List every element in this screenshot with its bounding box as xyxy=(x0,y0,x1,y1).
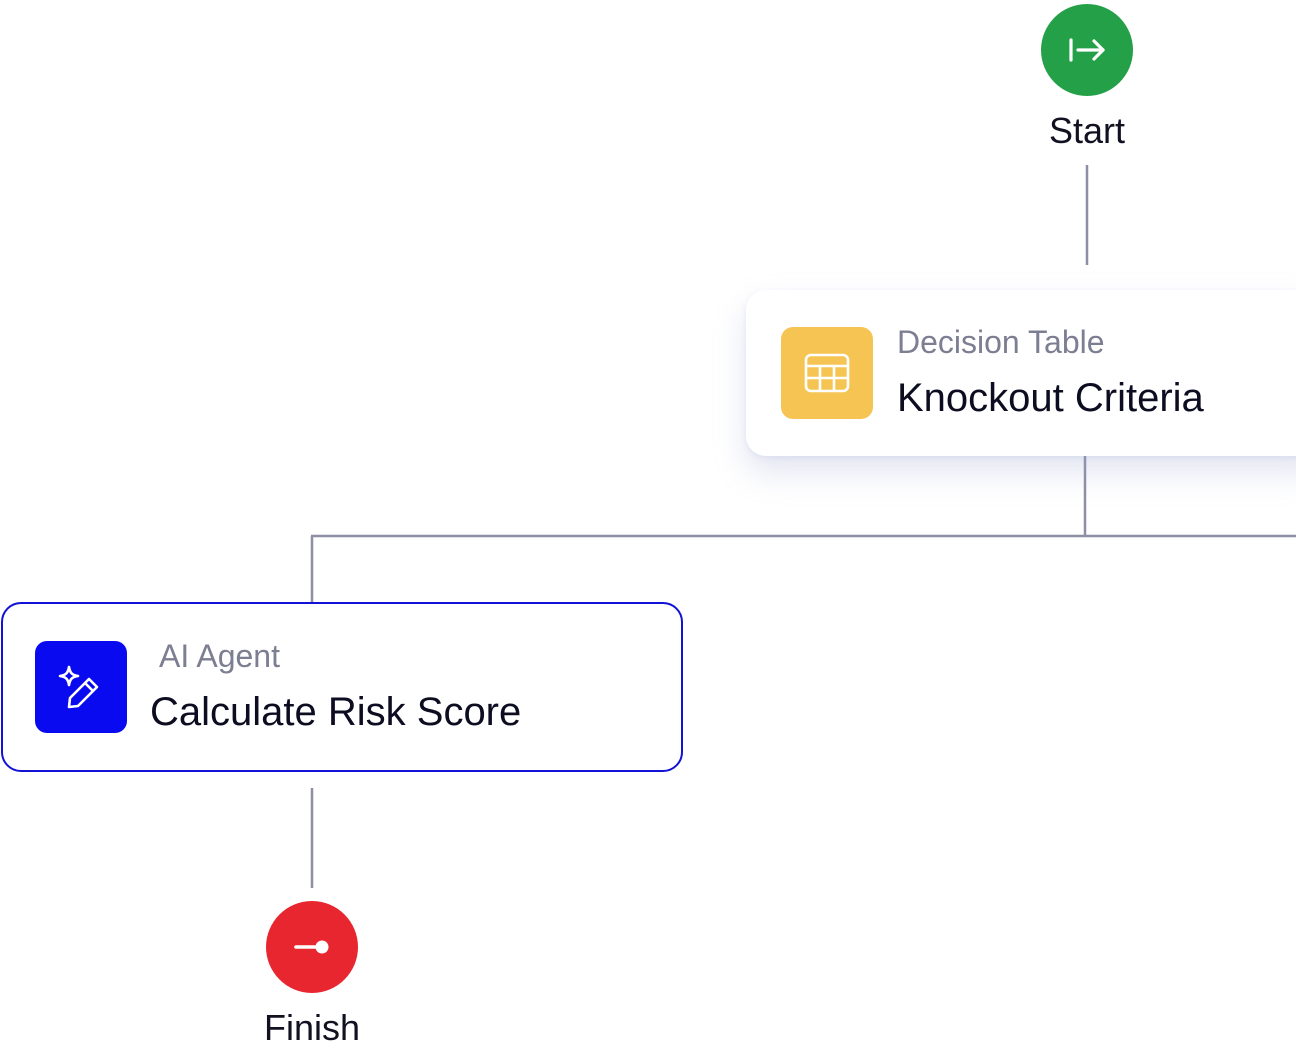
finish-label: Finish xyxy=(263,1007,361,1047)
ai-agent-title: Calculate Risk Score xyxy=(150,690,522,734)
sparkle-pencil-icon xyxy=(58,665,99,709)
start-label: Start xyxy=(1048,110,1126,151)
ai-agent-type-label: AI Agent xyxy=(159,638,280,674)
ai-agent-card[interactable]: AI Agent Calculate Risk Score xyxy=(1,602,683,772)
decision-table-card[interactable]: Decision Table Knockout Criteria xyxy=(746,290,1296,456)
decision-title: Knockout Criteria xyxy=(897,376,1204,420)
arrow-right-from-bar-icon xyxy=(1069,38,1105,62)
table-icon xyxy=(804,353,850,393)
start-node[interactable] xyxy=(1041,4,1133,96)
decision-type-label: Decision Table xyxy=(897,324,1105,360)
finish-pin-icon xyxy=(294,940,329,954)
ai-agent-icon-tile xyxy=(35,641,127,733)
finish-node[interactable] xyxy=(266,901,358,993)
decision-table-icon-tile xyxy=(781,327,873,419)
